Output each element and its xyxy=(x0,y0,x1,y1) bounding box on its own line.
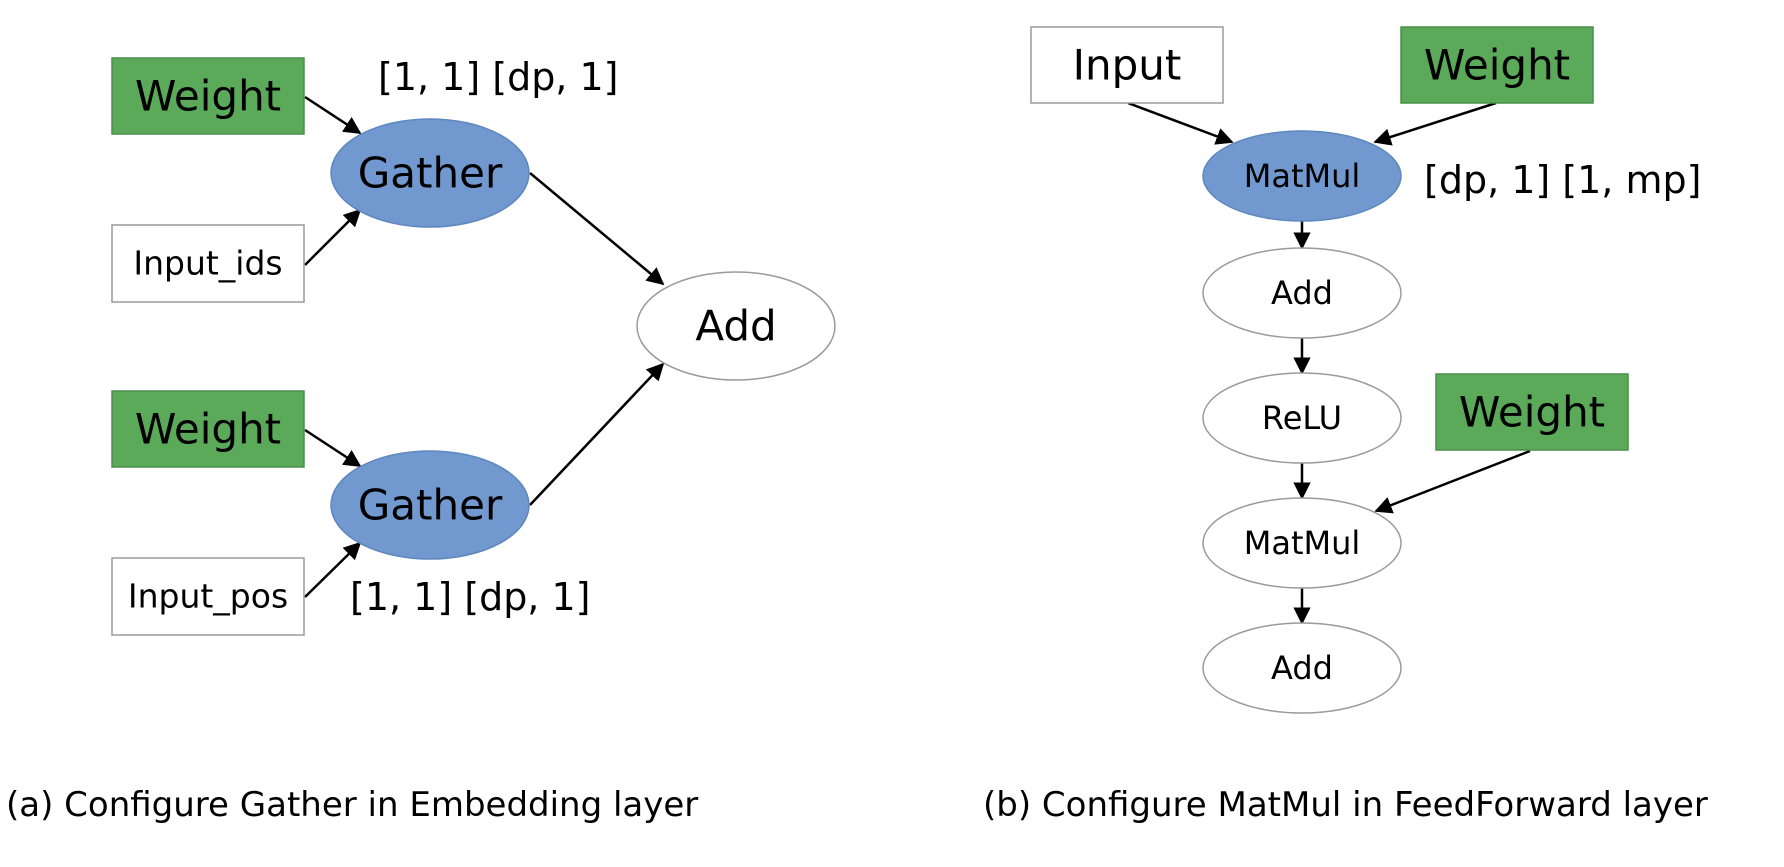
strategy-label-top: [1, 1] [dp, 1] xyxy=(378,55,618,99)
add-node-2: Add xyxy=(1202,622,1402,714)
gather-node-top-label: Gather xyxy=(358,149,503,198)
gather-node-bottom: Gather xyxy=(330,450,530,560)
relu-node-label: ReLU xyxy=(1262,399,1342,437)
edge-weight-top-to-matmul-top xyxy=(1373,101,1497,146)
relu-node: ReLU xyxy=(1202,372,1402,464)
input-node-label: Input xyxy=(1073,41,1182,90)
weight-node-b-bottom: Weight xyxy=(1435,373,1629,451)
matmul-node-bottom: MatMul xyxy=(1202,497,1402,589)
add-node: Add xyxy=(636,271,836,381)
panel-b: Input Weight MatMul [dp, 1] [1, mp] Add … xyxy=(983,26,1708,825)
edge-weight-top-to-gather-top xyxy=(304,95,362,135)
caption-b: (b) Configure MatMul in FeedForward laye… xyxy=(983,785,1708,825)
input-ids-node: Input_ids xyxy=(111,224,305,303)
add-node-label: Add xyxy=(695,302,776,351)
matmul-node-top: MatMul xyxy=(1202,130,1402,222)
edge-input-pos-to-gather-bottom xyxy=(304,541,362,598)
edge-gather-top-to-add xyxy=(529,172,665,286)
edge-gather-bottom-to-add xyxy=(529,362,665,506)
panel-a: Weight [1, 1] [dp, 1] Gather Input_ids A… xyxy=(6,55,836,825)
add-node-1: Add xyxy=(1202,247,1402,339)
weight-node-top-label: Weight xyxy=(135,72,281,121)
weight-node-bottom: Weight xyxy=(111,390,305,468)
add-node-2-label: Add xyxy=(1271,649,1333,687)
weight-node-b-bottom-label: Weight xyxy=(1459,388,1605,437)
weight-node-b-top: Weight xyxy=(1400,26,1594,104)
edge-input-ids-to-gather-top xyxy=(304,208,362,266)
weight-node-b-top-label: Weight xyxy=(1424,41,1570,90)
weight-node-bottom-label: Weight xyxy=(135,405,281,454)
add-node-1-label: Add xyxy=(1271,274,1333,312)
gather-node-bottom-label: Gather xyxy=(358,481,503,530)
input-ids-node-label: Input_ids xyxy=(133,244,282,283)
input-pos-node: Input_pos xyxy=(111,557,305,636)
caption-a: (a) Configure Gather in Embedding layer xyxy=(6,785,698,825)
strategy-label-b: [dp, 1] [1, mp] xyxy=(1424,158,1701,202)
edge-weight-bottom-to-matmul-bottom xyxy=(1374,449,1531,514)
edge-weight-bottom-to-gather-bottom xyxy=(304,428,362,468)
input-node: Input xyxy=(1030,26,1224,104)
gather-node-top: Gather xyxy=(330,118,530,228)
input-pos-node-label: Input_pos xyxy=(128,577,288,616)
edge-input-to-matmul-top xyxy=(1127,101,1234,145)
strategy-label-bottom: [1, 1] [dp, 1] xyxy=(350,575,590,619)
matmul-node-top-label: MatMul xyxy=(1244,157,1361,195)
matmul-node-bottom-label: MatMul xyxy=(1244,524,1361,562)
weight-node-top: Weight xyxy=(111,57,305,135)
